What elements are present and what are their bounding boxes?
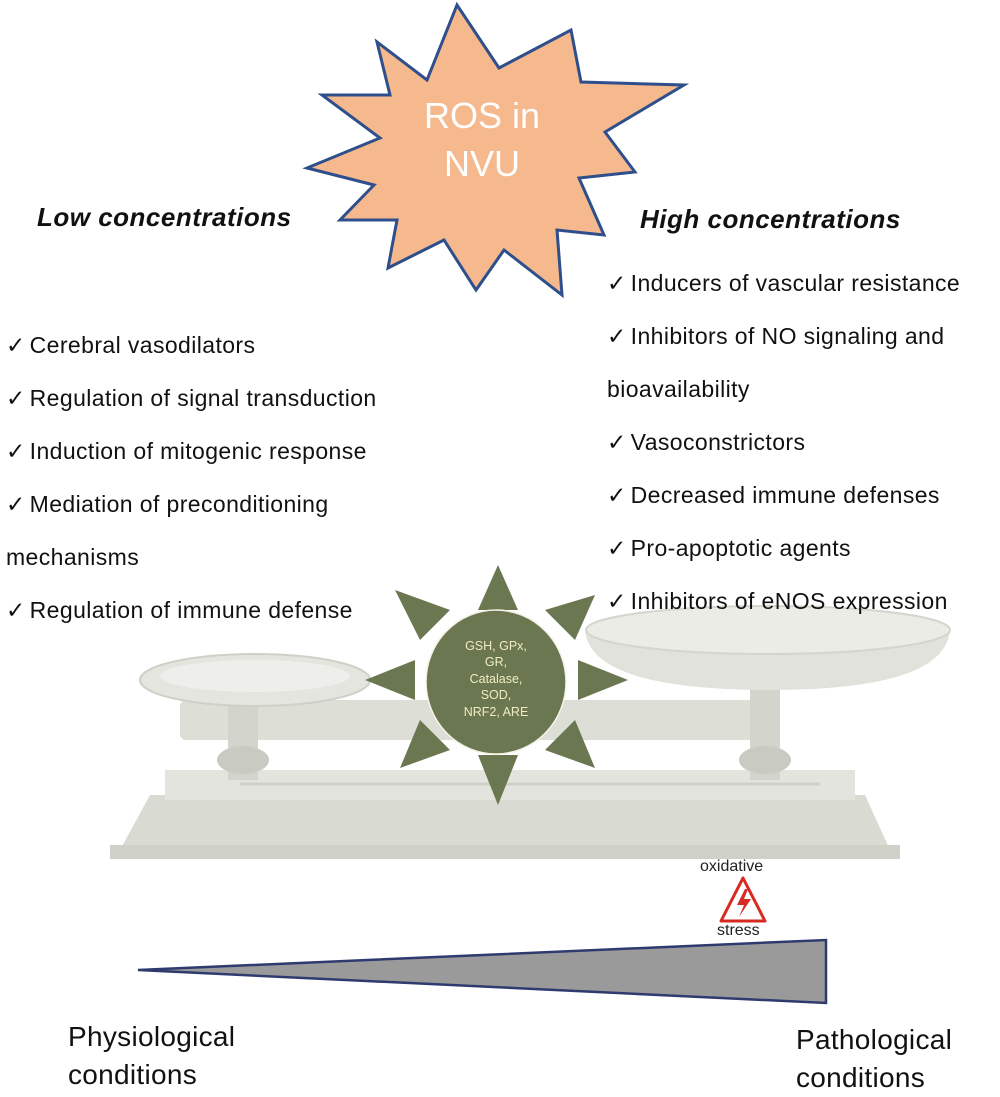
balance-scale-illustration [110,605,951,859]
check-icon: ✓ [607,588,627,614]
physiological-line2: conditions [68,1059,198,1090]
list-item: ✓Mediation of preconditioning mechanisms [6,491,329,570]
antioxidant-line: GSH, GPx, [465,639,527,653]
list-item: ✓Decreased immune defenses [607,482,940,508]
sun-ray-top-left [395,590,450,640]
antioxidant-sun [365,565,628,805]
check-icon: ✓ [6,332,26,358]
antioxidant-line: Catalase, [469,671,523,686]
check-icon: ✓ [6,438,26,464]
scale-base [120,795,890,850]
antioxidant-line: NRF2, ARE [463,704,529,719]
warning-label-top: oxidative [700,858,764,875]
warning-label-bottom: stress [717,922,760,939]
list-item: ✓Inducers of vascular resistance [607,270,961,296]
antioxidant-line: SOD, [480,688,512,703]
list-item: ✓Regulation of signal transduction [6,385,377,411]
ros-starburst [302,1,690,299]
check-icon: ✓ [6,491,26,517]
antioxidant-labels: GSH, GPx, GR, Catalase, SOD, NRF2, ARE [440,638,552,720]
physiological-label: Physiological conditions [68,1018,235,1094]
list-item: ✓Regulation of immune defense [6,597,353,623]
high-concentrations-heading: High concentrations [640,204,901,234]
check-icon: ✓ [607,429,627,455]
list-item: ✓Inhibitors of NO signaling and bioavail… [607,323,945,402]
list-item: ✓Inhibitors of eNOS expression [607,588,948,614]
sun-ray-bottom-left [400,720,450,768]
scale-left-knob [217,746,269,774]
list-item: ✓Pro-apoptotic agents [607,535,851,561]
list-item: ✓Induction of mitogenic response [6,438,367,464]
starburst-title-line2: NVU [443,143,520,184]
starburst-title-line1: ROS in [423,95,541,136]
check-icon: ✓ [6,597,26,623]
check-icon: ✓ [6,385,26,411]
sun-ray-right [578,660,628,700]
sun-ray-bottom-right [545,720,595,768]
scale-base-bottom [110,845,900,859]
concentration-wedge [137,938,828,1005]
scale-right-knob [739,746,791,774]
check-icon: ✓ [607,535,627,561]
sun-ray-top [478,565,518,610]
starburst-title: ROS in NVU [382,92,582,188]
sun-ray-bottom [478,755,518,805]
pathological-label: Pathological conditions [796,1021,952,1097]
low-concentrations-heading: Low concentrations [37,202,292,232]
warning-icon [719,876,767,923]
scale-left-pan-inner [160,660,350,692]
sun-ray-top-right [545,595,595,640]
list-item: ✓Vasoconstrictors [607,429,806,455]
check-icon: ✓ [607,482,627,508]
list-item: ✓Cerebral vasodilators [6,332,256,358]
sun-ray-left [365,660,415,700]
high-concentrations-list: ✓Inducers of vascular resistance ✓Inhibi… [607,257,993,628]
physiological-line1: Physiological [68,1021,236,1052]
check-icon: ✓ [607,270,627,296]
check-icon: ✓ [607,323,627,349]
pathological-line2: conditions [796,1062,926,1093]
antioxidant-line: GR, [484,655,508,670]
pathological-line1: Pathological [796,1024,953,1055]
sun-core [425,609,567,755]
scale-right-pan-rim [585,605,951,655]
low-concentrations-list: ✓Cerebral vasodilators ✓Regulation of si… [6,319,406,637]
